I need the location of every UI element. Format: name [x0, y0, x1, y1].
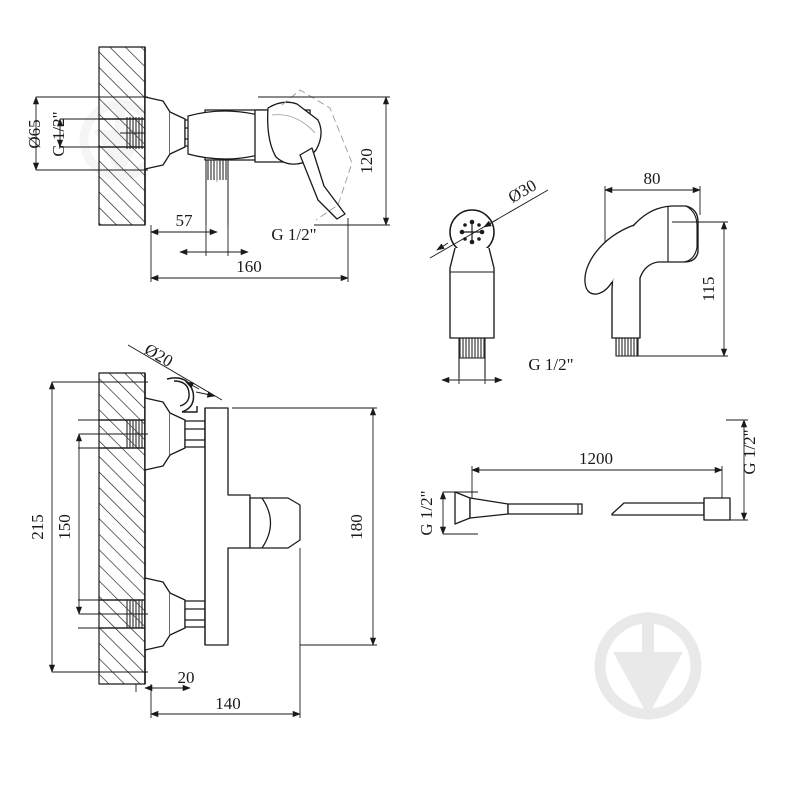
dimension-handset-front — [429, 189, 549, 384]
dim-150: 150 — [55, 514, 74, 540]
dim-120: 120 — [357, 148, 376, 174]
escutcheon-upper — [144, 397, 186, 471]
dim-g-half-a: G 1/2" — [49, 111, 68, 156]
escutcheon-lower — [144, 577, 186, 651]
dim-20: 20 — [178, 668, 195, 687]
dim-g-half-d: G 1/2" — [417, 490, 436, 535]
spray-holes-icon — [459, 219, 485, 245]
union-upper — [184, 420, 206, 448]
dim-140: 140 — [215, 694, 241, 713]
hose-end-right — [611, 497, 731, 521]
spray-face — [449, 209, 495, 255]
handset-thread-front — [458, 337, 486, 378]
union-lower — [184, 600, 206, 628]
dimension-lines-lower — [48, 344, 377, 718]
view-handset-side: 80 115 — [584, 169, 728, 357]
dimension-handset-side — [604, 186, 728, 357]
dim-d20: Ø20 — [141, 340, 176, 371]
dim-g-half-e: G 1/2" — [740, 429, 759, 474]
dim-80: 80 — [644, 169, 661, 188]
bath-lever-handle — [249, 497, 301, 549]
dim-d65: Ø65 — [25, 119, 44, 148]
handset-body-side — [584, 205, 699, 339]
watermark-logo — [594, 612, 702, 720]
dim-1200: 1200 — [579, 449, 613, 468]
dim-115: 115 — [699, 277, 718, 302]
hose-end-left — [454, 491, 583, 525]
view-bath-mixer: 215 150 180 Ø20 20 140 — [28, 340, 377, 718]
dimension-lines — [32, 96, 390, 282]
dim-g-half-c: G 1/2" — [528, 355, 573, 374]
view-handset-front: Ø30 G 1/2" — [429, 176, 574, 384]
handset-thread-side — [615, 337, 639, 357]
dim-g-half-b: G 1/2" — [271, 225, 316, 244]
view-shower-mixer: Ø65 G 1/2" 120 57 G 1/2" 160 — [25, 46, 390, 282]
dim-57: 57 — [176, 211, 194, 230]
handset-body-front — [449, 247, 495, 339]
view-hose: 1200 G 1/2" G 1/2" — [417, 419, 759, 536]
escutcheon — [144, 96, 186, 170]
dimension-hose — [439, 419, 748, 535]
dim-d30: Ø30 — [505, 176, 540, 207]
dim-160: 160 — [236, 257, 262, 276]
lever-handle — [267, 89, 353, 221]
outlet-thread — [205, 160, 229, 225]
bath-mixer-body — [204, 407, 251, 646]
hose-hook — [166, 377, 198, 413]
dim-215: 215 — [28, 514, 47, 540]
dim-180: 180 — [347, 514, 366, 540]
